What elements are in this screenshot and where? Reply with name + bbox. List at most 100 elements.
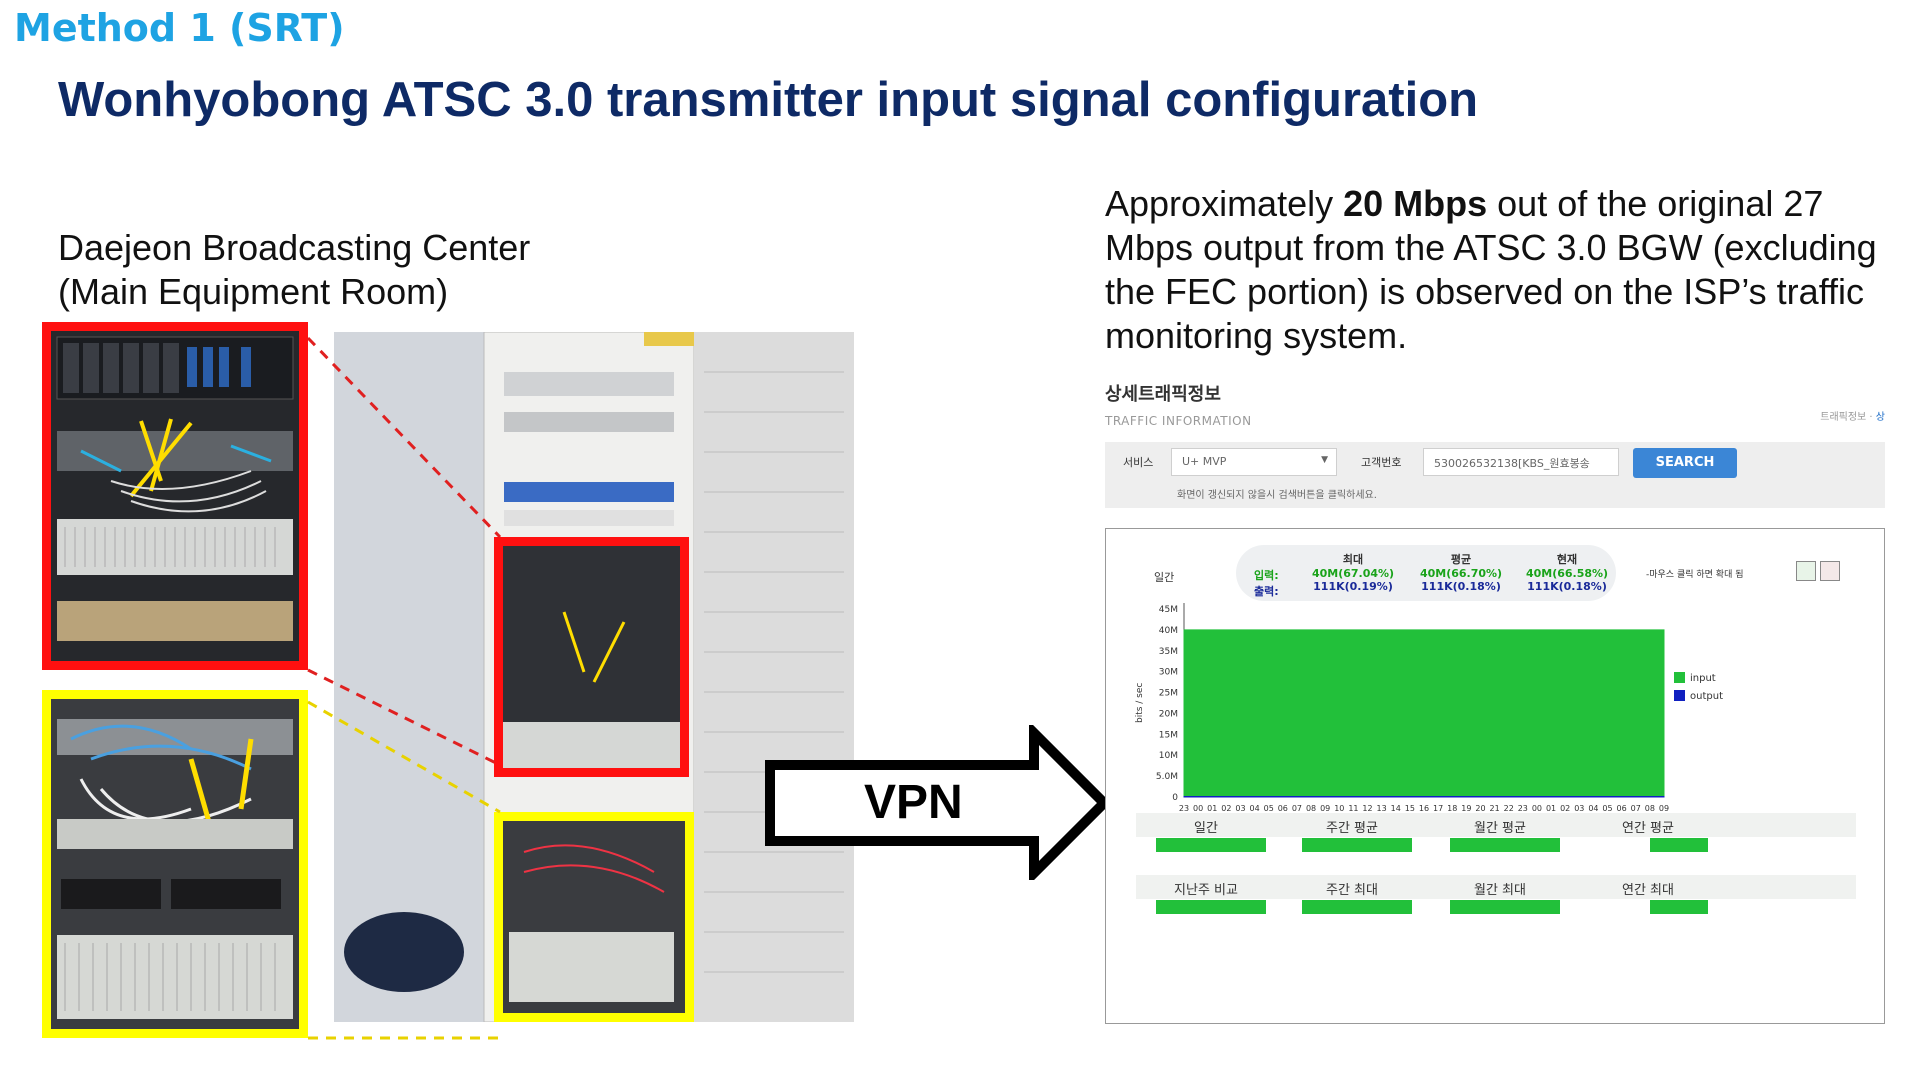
- zoom-hint: -마우스 클릭 하면 확대 됨: [1646, 570, 1744, 580]
- x-tick-label: 12: [1362, 804, 1372, 813]
- y-tick-label: 20M: [1159, 709, 1178, 719]
- summary-monthly-avg-bar[interactable]: [1440, 833, 1560, 855]
- desc-part-2: out of the original 27 Mbps output from …: [1105, 183, 1877, 356]
- x-tick-label: 14: [1391, 804, 1401, 813]
- summary-last-week: 지난주 비교: [1174, 883, 1238, 898]
- x-tick-label: 19: [1461, 804, 1471, 813]
- method-label: Method 1 (SRT): [14, 6, 345, 50]
- avg-label: 평균: [1450, 553, 1472, 566]
- bar-fill: [1650, 838, 1708, 852]
- bar-fill: [1650, 900, 1708, 914]
- customer-select[interactable]: 530026532138[KBS_원효봉송: [1423, 448, 1619, 476]
- input-label: 입력:: [1254, 569, 1279, 582]
- x-tick-label: 23: [1179, 804, 1189, 813]
- y-axis-label: bits / sec: [1135, 683, 1145, 723]
- red-connector-top: [306, 336, 502, 539]
- cur-label: 현재: [1556, 553, 1578, 566]
- summary-last-week-bar[interactable]: [1146, 895, 1266, 917]
- x-tick-label: 09: [1320, 804, 1330, 813]
- summary-yearly-avg: 연간 평균: [1622, 821, 1674, 836]
- y-tick-label: 10M: [1159, 751, 1178, 761]
- y-tick-label: 5.0M: [1156, 772, 1178, 782]
- summary-weekly-avg-bar[interactable]: [1292, 833, 1412, 855]
- x-tick-label: 15: [1405, 804, 1415, 813]
- description-text: Approximately 20 Mbps out of the origina…: [1105, 182, 1885, 358]
- desc-bold-rate: 20 Mbps: [1343, 183, 1488, 224]
- cur-input: 40M(66.58%): [1525, 567, 1609, 580]
- summary-row-1-band: [1136, 813, 1856, 837]
- x-tick-label: 06: [1617, 804, 1627, 813]
- x-tick-label: 08: [1645, 804, 1655, 813]
- rack-closeup-photo-red: [42, 322, 308, 670]
- breadcrumb-parent[interactable]: 트래픽정보 ·: [1820, 412, 1876, 423]
- x-tick-label: 03: [1235, 804, 1245, 813]
- y-tick-label: 35M: [1159, 647, 1178, 657]
- bar-fill: [1156, 838, 1266, 852]
- summary-row-2-band: [1136, 875, 1856, 899]
- breadcrumb: 트래픽정보 · 상: [1820, 408, 1885, 423]
- x-tick-label: 22: [1504, 804, 1514, 813]
- traffic-monitor-panel: 상세트래픽정보 TRAFFIC INFORMATION 트래픽정보 · 상 서비…: [1105, 380, 1885, 1030]
- avg-output: 111K(0.18%): [1421, 580, 1501, 593]
- summary-monthly-max-bar[interactable]: [1440, 895, 1560, 917]
- avg-input: 40M(66.70%): [1419, 567, 1503, 580]
- bar-fill: [1450, 838, 1560, 852]
- x-tick-label: 03: [1574, 804, 1584, 813]
- summary-daily-bar[interactable]: [1146, 833, 1266, 855]
- x-tick-label: 04: [1588, 804, 1598, 813]
- x-tick-label: 18: [1447, 804, 1457, 813]
- period-label: 일간: [1154, 571, 1175, 584]
- x-tick-label: 00: [1532, 804, 1542, 813]
- traffic-chart-box: 일간 입력: 출력: 최대 40M(67.04%) 111K(0.19%) 평균…: [1105, 528, 1885, 1024]
- yellow-connector-top: [307, 700, 501, 814]
- export-image-icon[interactable]: [1820, 561, 1840, 581]
- rack-closeup-illustration-yellow: [51, 699, 299, 1029]
- legend-label-output: output: [1690, 691, 1723, 702]
- x-tick-label: 02: [1221, 804, 1231, 813]
- search-button[interactable]: SEARCH: [1633, 448, 1737, 478]
- search-bar: 서비스 U+ MVP▼ 고객번호 530026532138[KBS_원효봉송 S…: [1105, 442, 1885, 508]
- location-line-2: (Main Equipment Room): [58, 271, 449, 312]
- x-tick-label: 07: [1292, 804, 1302, 813]
- y-tick-label: 15M: [1159, 730, 1178, 740]
- y-tick-label: 30M: [1159, 668, 1178, 678]
- x-tick-label: 10: [1334, 804, 1344, 813]
- summary-yearly-max: 연간 최대: [1622, 883, 1674, 898]
- summary-yearly-avg-bar[interactable]: [1588, 833, 1708, 855]
- location-caption: Daejeon Broadcasting Center (Main Equipm…: [58, 226, 530, 314]
- customer-value: 530026532138[KBS_원효봉송: [1434, 457, 1590, 470]
- max-label: 최대: [1342, 553, 1364, 566]
- customer-label: 고객번호: [1361, 456, 1402, 469]
- export-excel-icon[interactable]: [1796, 561, 1816, 581]
- summary-monthly-max: 월간 최대: [1474, 883, 1526, 898]
- bar-fill: [1156, 900, 1266, 914]
- x-tick-label: 04: [1249, 804, 1259, 813]
- location-line-1: Daejeon Broadcasting Center: [58, 227, 531, 268]
- x-tick-label: 05: [1602, 804, 1612, 813]
- x-tick-label: 07: [1631, 804, 1641, 813]
- rack-closeup-photo-yellow: [42, 690, 308, 1038]
- x-tick-label: 01: [1207, 804, 1217, 813]
- bar-fill: [1302, 900, 1412, 914]
- x-tick-label: 16: [1419, 804, 1429, 813]
- y-tick-label: 0: [1172, 793, 1178, 803]
- x-tick-label: 17: [1433, 804, 1443, 813]
- summary-daily: 일간: [1194, 821, 1218, 836]
- service-select[interactable]: U+ MVP ▼: [1171, 448, 1337, 476]
- chevron-down-icon: ▼: [1321, 455, 1328, 465]
- x-tick-label: 09: [1659, 804, 1669, 813]
- output-label: 출력:: [1254, 585, 1279, 598]
- equipment-cabinet-photo: [334, 332, 854, 1022]
- service-value: U+ MVP: [1182, 455, 1227, 468]
- summary-weekly-max-bar[interactable]: [1292, 895, 1412, 917]
- x-tick-label: 23: [1518, 804, 1528, 813]
- summary-yearly-max-bar[interactable]: [1588, 895, 1708, 917]
- stats-row-labels: 입력: 출력:: [1254, 567, 1279, 599]
- breadcrumb-current[interactable]: 상: [1875, 412, 1885, 423]
- max-output: 111K(0.19%): [1313, 580, 1393, 593]
- x-tick-label: 13: [1377, 804, 1387, 813]
- series-area-input: [1183, 629, 1665, 798]
- stats-panel: 입력: 출력: 최대 40M(67.04%) 111K(0.19%) 평균 40…: [1236, 545, 1616, 601]
